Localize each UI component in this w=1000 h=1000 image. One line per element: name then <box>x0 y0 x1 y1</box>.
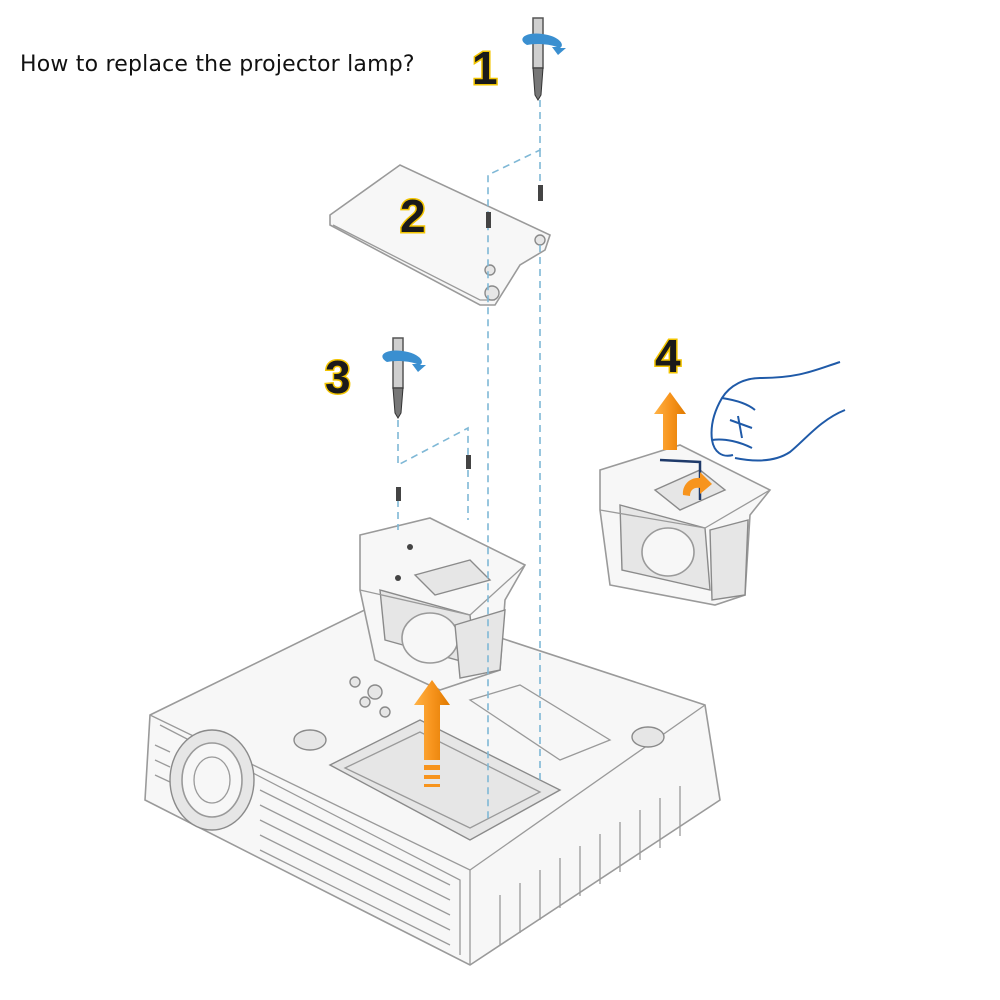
lamp-compartment <box>328 719 562 841</box>
projector-lens <box>169 729 255 831</box>
cover-screw <box>538 185 543 201</box>
rotate-arrow-icon <box>522 33 566 55</box>
side-vent <box>499 786 681 945</box>
step-number-1: 1 <box>472 42 498 94</box>
control-button <box>367 684 383 700</box>
top-panel <box>468 684 612 761</box>
step-number-2: 2 <box>400 190 426 242</box>
up-arrow-icon <box>654 392 686 450</box>
cover-screw <box>486 212 491 228</box>
step-number-4: 4 <box>655 330 681 382</box>
step-number-3: 3 <box>325 351 351 403</box>
lamp-module-center <box>359 517 527 691</box>
rotate-arrow-icon <box>382 350 426 372</box>
lamp-module-removed <box>599 444 772 606</box>
lamp-cover <box>329 164 551 306</box>
lamp-screw <box>396 487 401 501</box>
adjust-knob-right <box>631 726 665 748</box>
control-button <box>359 696 371 708</box>
control-button <box>379 706 391 718</box>
screwdriver-icon <box>532 17 544 101</box>
curved-arrow-icon <box>682 472 712 496</box>
front-grille <box>259 789 451 946</box>
page-title: How to replace the projector lamp? <box>20 52 415 77</box>
projector-body <box>144 599 721 966</box>
up-arrow-icon <box>414 680 450 787</box>
control-button <box>349 676 361 688</box>
left-vent <box>154 744 171 783</box>
adjust-knob-left <box>293 729 327 751</box>
lamp-screw <box>466 455 471 469</box>
screwdriver-icon <box>392 337 404 419</box>
hand-icon <box>710 361 846 462</box>
